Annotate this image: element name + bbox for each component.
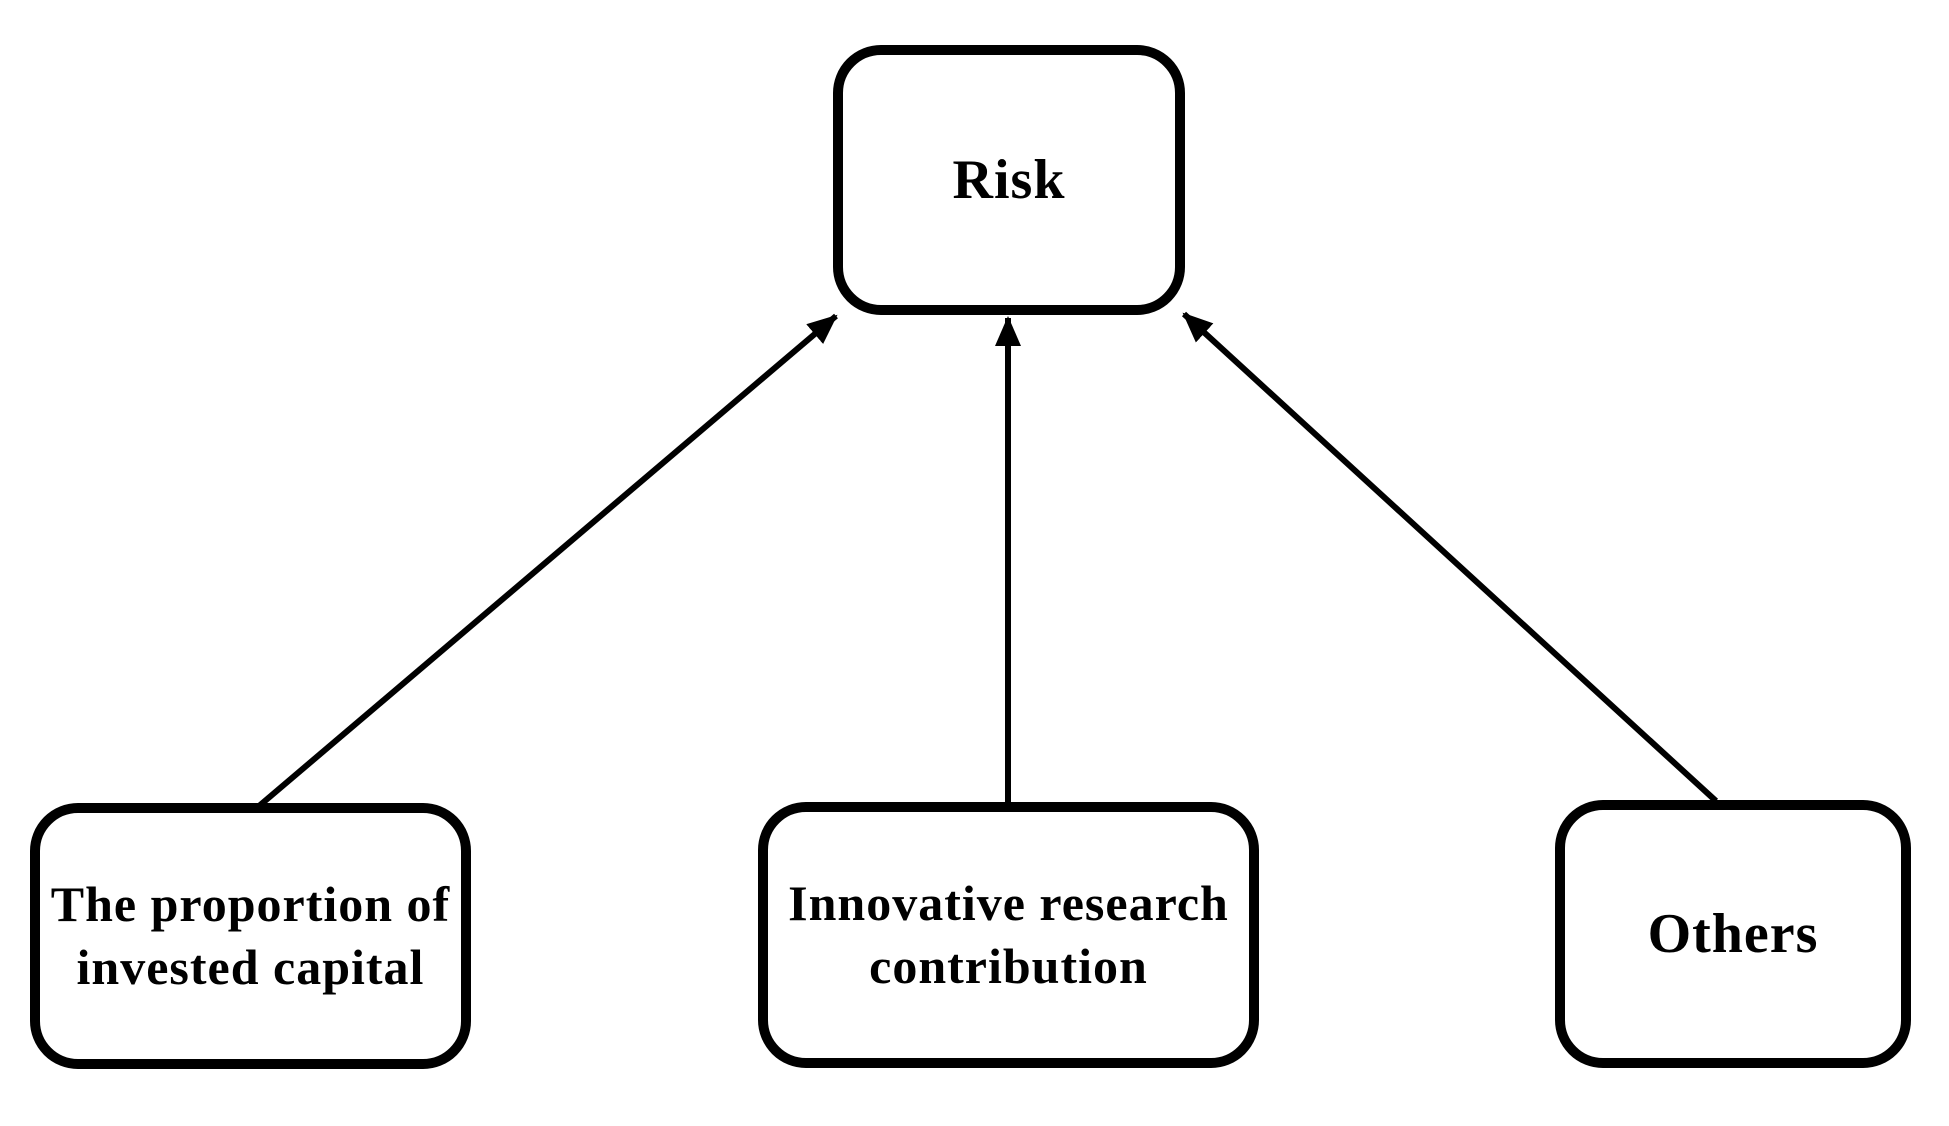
node-risk-label: Risk <box>952 148 1066 211</box>
node-risk: Risk <box>833 45 1185 315</box>
node-innovative-research-contribution: Innovative research contribution <box>758 802 1259 1068</box>
node-others: Others <box>1555 800 1911 1068</box>
node-proportion-of-invested-capital: The proportion of invested capital <box>30 803 471 1069</box>
node-innovative-research-contribution-label: Innovative research contribution <box>788 875 1229 994</box>
node-proportion-of-invested-capital-label: The proportion of invested capital <box>50 876 451 995</box>
edge-others-to-risk-arrow <box>1181 311 1719 804</box>
edge-invested-to-risk-arrow <box>257 313 838 809</box>
node-others-label: Others <box>1647 902 1819 965</box>
